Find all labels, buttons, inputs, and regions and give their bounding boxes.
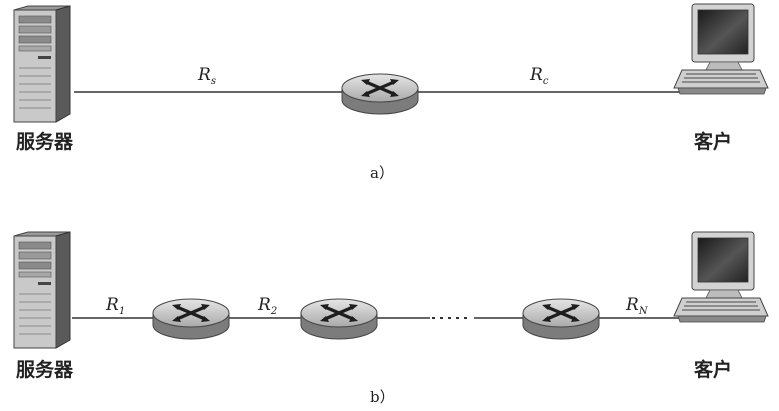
router-icon <box>521 297 601 341</box>
desktop-computer-icon <box>673 231 769 323</box>
caption-b: b） <box>370 388 395 406</box>
server-label: 服务器 <box>16 358 74 381</box>
rate-2-label: R2 <box>257 295 277 317</box>
rate-client-label: Rc <box>529 65 549 87</box>
server-tower-icon <box>13 5 71 123</box>
rate-server-label: Rs <box>197 65 216 87</box>
server-tower-icon <box>13 231 71 349</box>
diagram-b: R1 R2 RN 服务器 客户 b） <box>13 231 769 406</box>
router-icon <box>299 297 379 341</box>
client-label: 客户 <box>694 130 732 153</box>
router-icon <box>340 72 420 116</box>
client-label: 客户 <box>694 358 732 381</box>
caption-a: a） <box>370 164 394 182</box>
desktop-computer-icon <box>673 3 769 95</box>
rate-1-label: R1 <box>105 295 125 317</box>
router-icon <box>151 297 231 341</box>
rate-n-label: RN <box>625 295 649 317</box>
diagram-a: Rs Rc 服务器 客户 a） <box>13 3 769 182</box>
server-label: 服务器 <box>16 130 74 153</box>
